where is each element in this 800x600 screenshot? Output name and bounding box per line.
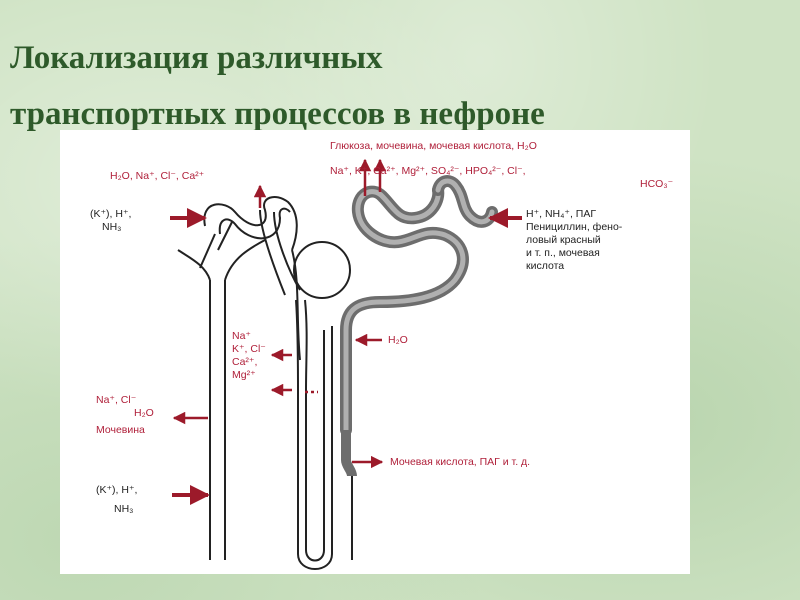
proximal-tubule (203, 195, 301, 361)
label-top-right: Глюкоза, мочевина, мочевая кислота, H₂O … (330, 140, 673, 191)
transport-arrows (170, 158, 522, 505)
label-bottom-left: (K⁺), H⁺, NH₃ (96, 484, 138, 515)
label-top-right-1: Глюкоза, мочевина, мочевая кислота, H₂O (330, 140, 537, 152)
slide-title: Локализация различных транспортных проце… (10, 30, 770, 142)
nephron-drawing (170, 158, 522, 570)
distal-tubule (340, 175, 498, 560)
nephron-diagram: H₂O, Na⁺, Cl⁻, Ca²⁺ Глюкоза, мочевина, м… (60, 130, 690, 574)
glomerulus (293, 241, 351, 299)
title-line-2: транспортных процессов в нефроне (10, 96, 545, 132)
label-bottom-right: Мочевая кислота, ПАГ и т. д. (390, 456, 531, 468)
loop-of-henle (295, 299, 333, 570)
label-right-secretion: H⁺, NH₄⁺, ПАГ Пенициллин, фено- ловый кр… (526, 208, 623, 272)
label-h2o-right: H₂O (388, 334, 408, 346)
label-left-secretion: (K⁺), H⁺, NH₃ (90, 208, 132, 233)
label-top-right-3: HCO₃⁻ (640, 178, 674, 190)
label-collecting: Na⁺, Cl⁻ H₂O Мочевина (96, 394, 154, 436)
label-loop: Na⁺ K⁺, Cl⁻ Ca²⁺, Mg²⁺ (232, 330, 266, 381)
label-top-right-2: Na⁺, K⁺, Ca²⁺, Mg²⁺, SO₄²⁻, HPO₄²⁻, Cl⁻, (330, 165, 526, 177)
title-line-1: Локализация различных (10, 40, 383, 76)
collecting-duct (177, 221, 266, 560)
label-prox-out: H₂O, Na⁺, Cl⁻, Ca²⁺ (110, 170, 205, 182)
